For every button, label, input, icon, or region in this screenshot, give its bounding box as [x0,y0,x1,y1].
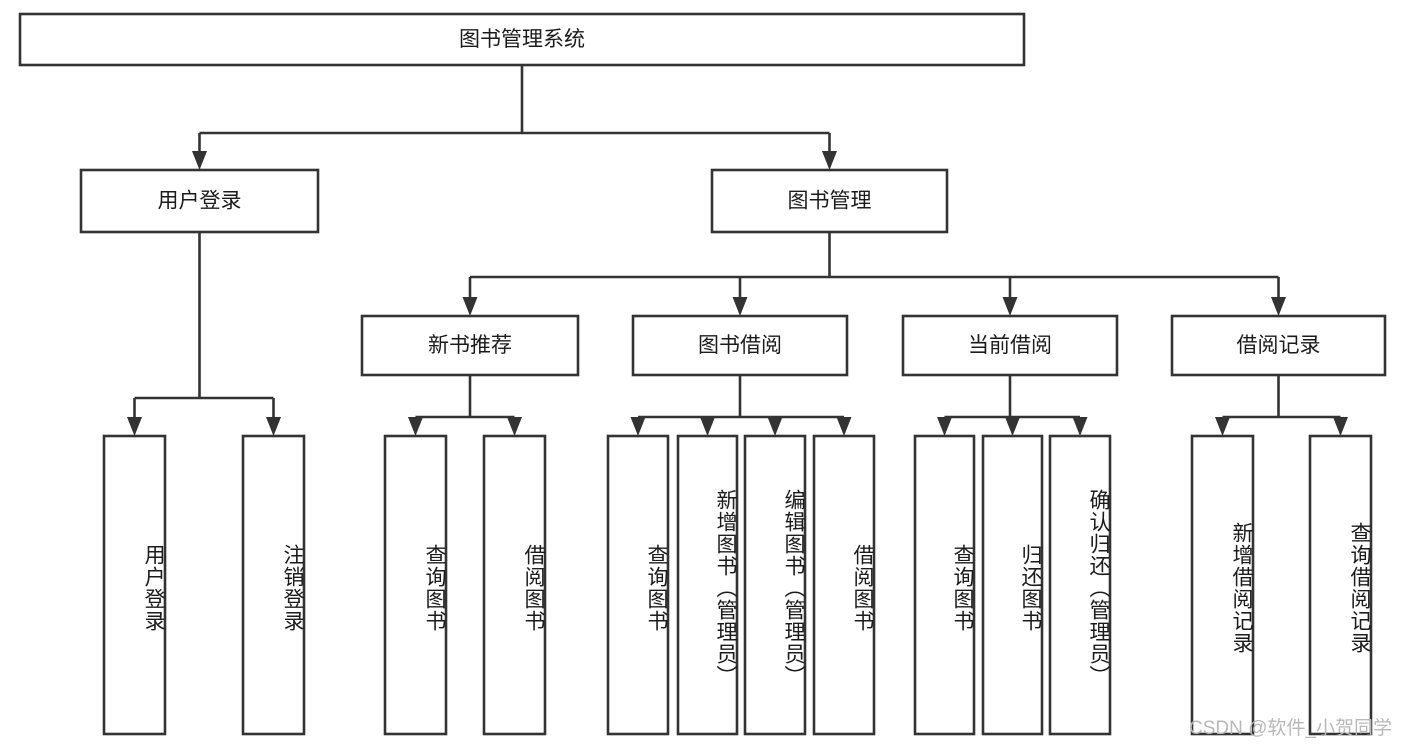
arrow-head-icon-book-borrow [732,297,748,316]
node-new-book-recommend[interactable]: 新书推荐 [360,314,580,377]
node-user-login-rect[interactable] [79,168,320,234]
arrow-head-icon-leaf-return-book [1005,417,1020,436]
node-leaf-edit-book-admin[interactable] [743,434,807,736]
node-leaf-query-book-borrow-rect[interactable] [606,434,670,736]
node-borrow-record-label: 借阅记录 [1237,334,1321,357]
node-leaf-edit-book-admin-rect[interactable] [743,434,807,736]
node-leaf-query-book-rec[interactable] [383,434,448,736]
node-root-label: 图书管理系统 [459,28,585,51]
node-leaf-return-book[interactable] [981,434,1044,736]
connector-lines [127,65,1348,436]
node-leaf-logout-login-rect[interactable] [241,434,306,736]
arrow-head-icon-book-manage [822,151,837,170]
arrow-head-icon-leaf-query-book-borrow [630,417,646,436]
node-user-login[interactable]: 用户登录 [79,168,320,234]
node-leaf-borrow-book-rec-rect[interactable] [482,434,547,736]
node-leaf-borrow-book[interactable] [812,434,876,736]
node-leaf-add-borrow-record-rect[interactable] [1190,434,1255,736]
node-book-borrow-rect[interactable] [631,314,849,377]
node-leaf-logout-login[interactable] [241,434,306,736]
node-root-rect[interactable] [18,12,1026,67]
arrow-head-icon-user-login [192,151,207,170]
node-book-borrow[interactable]: 图书借阅 [631,314,849,377]
node-new-book-recommend-rect[interactable] [360,314,580,377]
node-leaf-borrow-book-rect[interactable] [812,434,876,736]
arrow-head-icon-leaf-add-book-admin [700,417,715,436]
node-leaf-query-book-rec-rect[interactable] [383,434,448,736]
node-borrow-record[interactable]: 借阅记录 [1170,314,1387,377]
node-leaf-return-book-rect[interactable] [981,434,1044,736]
arrow-head-icon-current-borrow [1002,297,1018,316]
node-leaf-query-borrow-record[interactable] [1308,434,1373,736]
node-leaf-confirm-return-admin-rect[interactable] [1048,434,1112,736]
node-root[interactable]: 图书管理系统 [18,12,1026,67]
node-leaf-query-borrow-record-rect[interactable] [1308,434,1373,736]
node-book-borrow-label: 图书借阅 [698,334,782,357]
arrow-head-icon-leaf-logout-login [266,417,281,436]
node-leaf-add-borrow-record[interactable] [1190,434,1255,736]
arrow-head-icon-borrow-record [1271,297,1286,316]
arrow-head-icon-leaf-borrow-book [836,417,852,436]
node-book-manage-label: 图书管理 [788,190,872,213]
node-borrow-record-rect[interactable] [1170,314,1387,377]
node-leaf-user-login-rect[interactable] [102,434,167,736]
arrow-head-icon-leaf-user-login [127,417,142,436]
node-leaf-query-book-borrow[interactable] [606,434,670,736]
node-current-borrow-rect[interactable] [901,314,1119,377]
node-leaf-user-login[interactable] [102,434,167,736]
arrow-head-icon-leaf-query-book-current [937,417,952,436]
node-book-manage[interactable]: 图书管理 [710,168,949,234]
node-user-login-label: 用户登录 [158,190,242,213]
arrow-head-icon-leaf-edit-book-admin [767,417,783,436]
watermark-text: CSDN @软件_小贺同学 [1189,718,1392,739]
node-leaf-query-book-current[interactable] [913,434,976,736]
node-leaf-add-book-admin[interactable] [676,434,739,736]
node-new-book-recommend-label: 新书推荐 [428,334,512,357]
node-leaf-confirm-return-admin[interactable] [1048,434,1112,736]
arrow-head-icon-new-book-recommend [462,297,478,316]
node-leaf-query-book-current-rect[interactable] [913,434,976,736]
arrow-head-icon-leaf-confirm-return-admin [1072,417,1088,436]
node-leaf-borrow-book-rec[interactable] [482,434,547,736]
node-book-manage-rect[interactable] [710,168,949,234]
node-current-borrow-label: 当前借阅 [968,334,1052,357]
arrow-head-icon-leaf-add-borrow-record [1215,417,1230,436]
node-current-borrow[interactable]: 当前借阅 [901,314,1119,377]
node-leaf-add-book-admin-rect[interactable] [676,434,739,736]
arrow-head-icon-leaf-query-borrow-record [1333,417,1348,436]
arrow-head-icon-leaf-query-book-rec [408,417,423,436]
arrow-head-icon-leaf-borrow-book-rec [507,417,522,436]
